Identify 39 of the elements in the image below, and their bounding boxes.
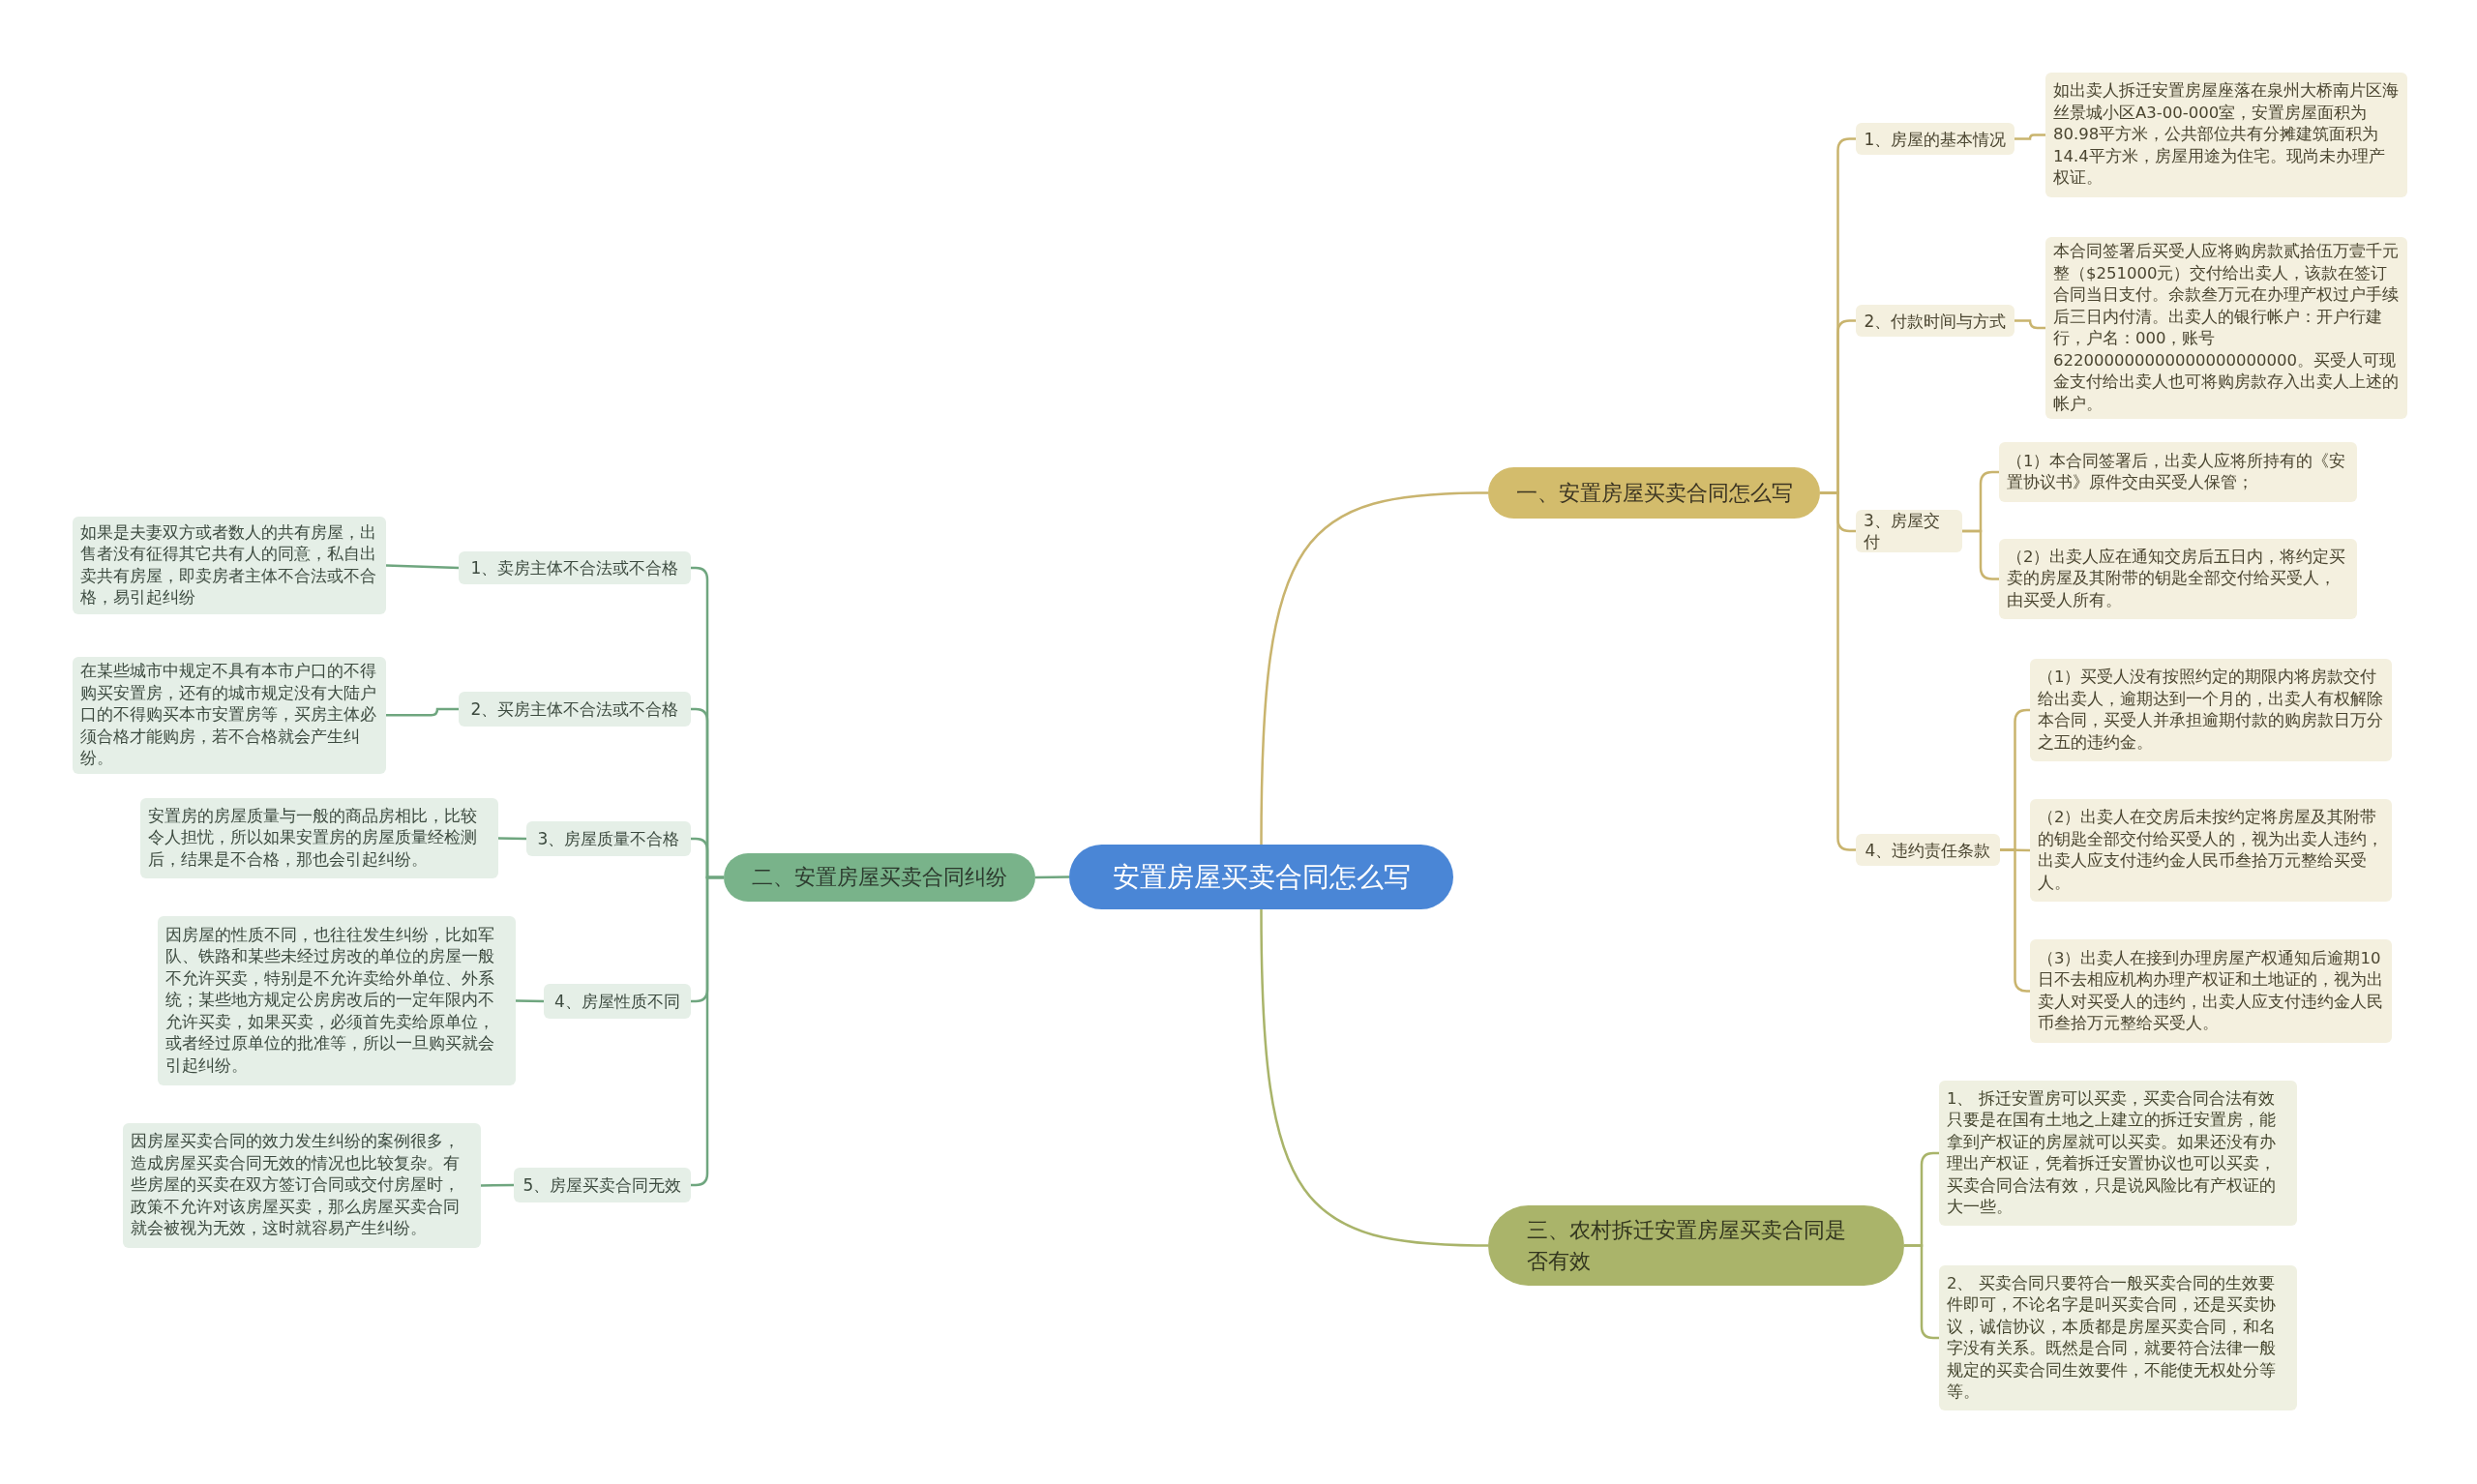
- subtopic-label: 3、房屋交付: [1856, 510, 1962, 552]
- detail-box: （2）出卖人应在通知交房后五日内，将约定买卖的房屋及其附带的钥匙全部交付给买受人，由买受人所有。: [1999, 539, 2357, 619]
- connector: [1820, 491, 1856, 851]
- detail-box: 在某些城市中规定不具有本市户口的不得购买安置房，还有的城市规定没有大陆户口的不得购买本市安置房等，买房主体必须合格才能购房，若不合格就会产生纠纷。: [73, 657, 386, 774]
- detail-box: （1）本合同签署后，出卖人应将所持有的《安置协议书》原件交由买受人保管；: [1999, 442, 2357, 502]
- connector: [497, 837, 527, 841]
- detail-box: （1）买受人没有按照约定的期限内将房款交付给出卖人，逾期达到一个月的，出卖人有权解除本合同，买受人并承担逾期付款的购房款日万分之五的违约金。: [2030, 659, 2392, 761]
- subtopic-label: 5、房屋买卖合同无效: [514, 1168, 691, 1202]
- detail-box: 安置房的房屋质量与一般的商品房相比，比较令人担忧，所以如果安置房的房屋质量经检测后，结果是不合格，那也会引起纠纷。: [140, 798, 498, 878]
- connector: [2014, 319, 2045, 330]
- central-topic: 安置房屋买卖合同怎么写: [1069, 845, 1453, 909]
- detail-box: （3）出卖人在接到办理房屋产权通知后逾期10日不去相应机构办理产权证和土地证的，视为出卖人对买受人的违约，出卖人应支付违约金人民币叁拾万元整给买受人。: [2030, 939, 2392, 1043]
- connector: [2014, 134, 2045, 140]
- subtopic-label: 4、房屋性质不同: [544, 984, 691, 1019]
- detail-box: 因房屋的性质不同，也往往发生纠纷，比如军队、铁路和某些未经过房改的单位的房屋一般不允许买卖，特别是不允许卖给外单位、外系统；某些地方规定公房房改后的一定年限内不允许买卖，如果买卖，必须首先卖给原单位，或者经过原单位的批准等，所以一旦购买就会引起纠纷。: [158, 916, 516, 1085]
- subtopic-label: 2、买房主体不合法或不合格: [459, 692, 691, 727]
- detail-box: 如果是夫妻双方或者数人的共有房屋，出售者没有征得其它共有人的同意，私自出卖共有房屋，即卖房者主体不合法或不合格，易引起纠纷: [73, 517, 386, 614]
- detail-box: 如出卖人拆迁安置房屋座落在泉州大桥南片区海丝景城小区A3-00-000室，安置房屋面积为80.98平方米，公共部位共有分摊建筑面积为14.4平方米，房屋用途为住宅。现尚未办理产权证。: [2045, 73, 2407, 197]
- connector: [515, 999, 545, 1003]
- detail-box: 因房屋买卖合同的效力发生纠纷的案例很多，造成房屋买卖合同无效的情况也比较复杂。有些房屋的买卖在双方签订合同或交付房屋时，政策不允许对该房屋买卖，那么房屋买卖合同就会被视为无效，这时就容易产生纠纷。: [123, 1123, 481, 1248]
- subtopic-label: 3、房屋质量不合格: [526, 821, 691, 856]
- branch-topic: 二、安置房屋买卖合同纠纷: [724, 853, 1035, 902]
- subtopic-label: 1、房屋的基本情况: [1856, 123, 2014, 155]
- detail-box: （2）出卖人在交房后未按约定将房屋及其附带的钥匙全部交付给买受人的，视为出卖人违约，出卖人应支付违约金人民币叁拾万元整给买受人。: [2030, 799, 2392, 902]
- detail-box: 2、 买卖合同只要符合一般买卖合同的生效要件即可，不论名字是叫买卖合同，还是买卖协议，诚信协议，本质都是房屋买卖合同，和名字没有关系。既然是合同，就要符合法律一般规定的买卖合同生效要件，不能使无权处分等等。: [1939, 1265, 2297, 1410]
- connector: [1035, 876, 1069, 879]
- connector: [481, 1183, 514, 1187]
- detail-box: 本合同签署后买受人应将购房款贰拾伍万壹千元整（$251000元）交付给出卖人，该款在签订合同当日支付。余款叁万元在办理产权过户手续后三日内付清。出卖人的银行帐户：开户行建行，户名：000，账号622000000000000000000000。买受人可现金支付给出卖人也可将购房款存入出卖人上述的帐户。: [2045, 237, 2407, 419]
- branch-topic: 三、农村拆迁安置房屋买卖合同是否有效: [1488, 1205, 1904, 1286]
- connector: [385, 564, 460, 570]
- connector: [386, 707, 459, 717]
- branch-topic: 一、安置房屋买卖合同怎么写: [1488, 467, 1820, 519]
- connector: [1962, 529, 1999, 580]
- subtopic-label: 4、违约责任条款: [1856, 834, 2000, 866]
- connector: [1260, 491, 1489, 845]
- connector: [1260, 909, 1489, 1247]
- detail-box: 1、 拆迁安置房可以买卖，买卖合同合法有效只要是在国有土地之上建立的拆迁安置房，能拿到产权证的房屋就可以买卖。如果还没有办理出产权证，凭着拆迁安置协议也可以买卖，买卖合同合法有效，只是说风险比有产权证的大一些。: [1939, 1081, 2297, 1226]
- subtopic-label: 2、付款时间与方式: [1856, 305, 2014, 337]
- subtopic-label: 1、卖房主体不合法或不合格: [459, 551, 691, 584]
